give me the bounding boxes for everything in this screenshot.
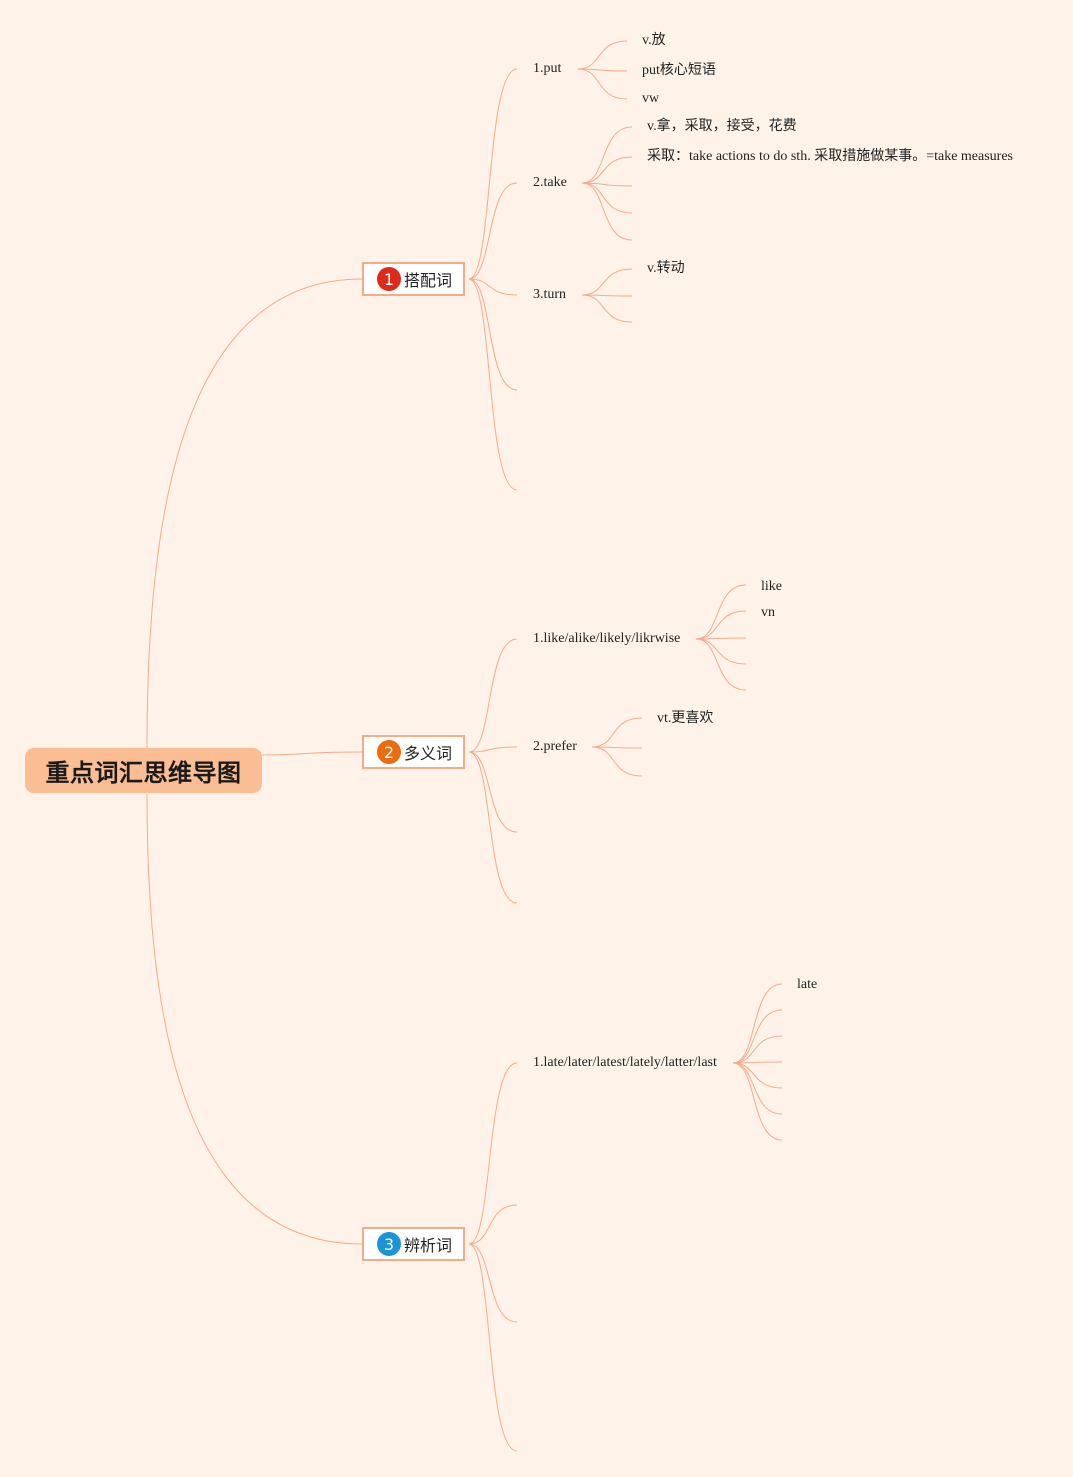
branch-polysemy[interactable]: 2 多义词	[362, 735, 465, 769]
leaf-link	[581, 268, 633, 296]
leaf-link	[591, 746, 643, 777]
root-topic[interactable]: 重点词汇思维导图	[25, 748, 262, 793]
root-link-polysemy	[261, 751, 363, 756]
leaf-prefer-meaning[interactable]: vt.更喜欢	[657, 711, 714, 726]
leaf-put-vw[interactable]: vw	[642, 91, 660, 106]
leaf-like-vn[interactable]: vn	[761, 605, 775, 620]
leaf-link	[695, 610, 747, 640]
leaf-put-phrases[interactable]: put核心短语	[642, 63, 716, 78]
branch-link	[468, 1204, 518, 1245]
number-badge-2: 2	[377, 740, 401, 764]
branch-link	[468, 638, 518, 753]
branch-link	[468, 278, 518, 296]
topic-prefer[interactable]: 2.prefer	[533, 739, 577, 754]
leaf-link	[581, 126, 633, 184]
topic-like[interactable]: 1.like/alike/likely/likrwise	[533, 631, 681, 646]
branch-link	[468, 751, 518, 833]
leaf-link	[591, 717, 643, 748]
leaf-like-like[interactable]: like	[761, 579, 782, 594]
number-badge-1: 1	[377, 267, 401, 291]
leaf-link	[732, 1062, 783, 1115]
leaf-link	[695, 584, 747, 640]
branch-link	[468, 278, 518, 491]
leaf-late-late[interactable]: late	[797, 977, 818, 992]
leaf-turn-meaning[interactable]: v.转动	[647, 261, 685, 276]
leaf-link	[732, 1062, 783, 1089]
leaf-link	[732, 1009, 783, 1064]
leaf-put-meaning[interactable]: v.放	[642, 33, 666, 48]
topic-late[interactable]: 1.late/later/latest/lately/latter/last	[533, 1055, 717, 1070]
branch-link	[468, 1243, 518, 1323]
leaf-take-phrase[interactable]: 采取：take actions to do sth. 采取措施做某事。=take…	[647, 149, 1014, 164]
branch-link	[468, 1243, 518, 1452]
leaf-link	[581, 294, 633, 323]
leaf-link	[732, 983, 783, 1064]
topic-put[interactable]: 1.put	[533, 61, 562, 76]
leaf-link	[732, 1062, 783, 1141]
branch-link	[468, 182, 518, 280]
leaf-take-meaning[interactable]: v.拿，采取，接受，花费	[647, 119, 797, 134]
leaf-link	[695, 638, 747, 691]
topic-turn[interactable]: 3.turn	[533, 287, 567, 302]
branch-link	[468, 751, 518, 904]
leaf-link	[581, 294, 633, 297]
leaf-link	[695, 637, 747, 640]
branch-label: 多义词	[404, 744, 453, 763]
branch-label: 辨析词	[404, 1236, 453, 1255]
branch-link	[468, 68, 518, 280]
branch-discrimination[interactable]: 3 辨析词	[362, 1227, 465, 1261]
branch-link	[468, 746, 518, 753]
branch-link	[468, 1062, 518, 1245]
leaf-link	[581, 182, 633, 187]
branch-collocations[interactable]: 1 搭配词	[362, 262, 465, 296]
leaf-link	[581, 182, 633, 241]
number-badge-3: 3	[377, 1232, 401, 1256]
branch-label: 搭配词	[404, 271, 453, 290]
leaf-link	[732, 1035, 783, 1064]
leaf-link	[577, 40, 628, 70]
leaf-link	[577, 68, 628, 100]
leaf-link	[581, 156, 633, 184]
root-link-discrimination	[146, 793, 363, 1245]
leaf-link	[581, 182, 633, 214]
root-link-collocations	[146, 278, 363, 749]
topic-take[interactable]: 2.take	[533, 175, 567, 190]
branch-link	[468, 278, 518, 391]
leaf-link	[591, 746, 643, 749]
leaf-link	[695, 638, 747, 665]
